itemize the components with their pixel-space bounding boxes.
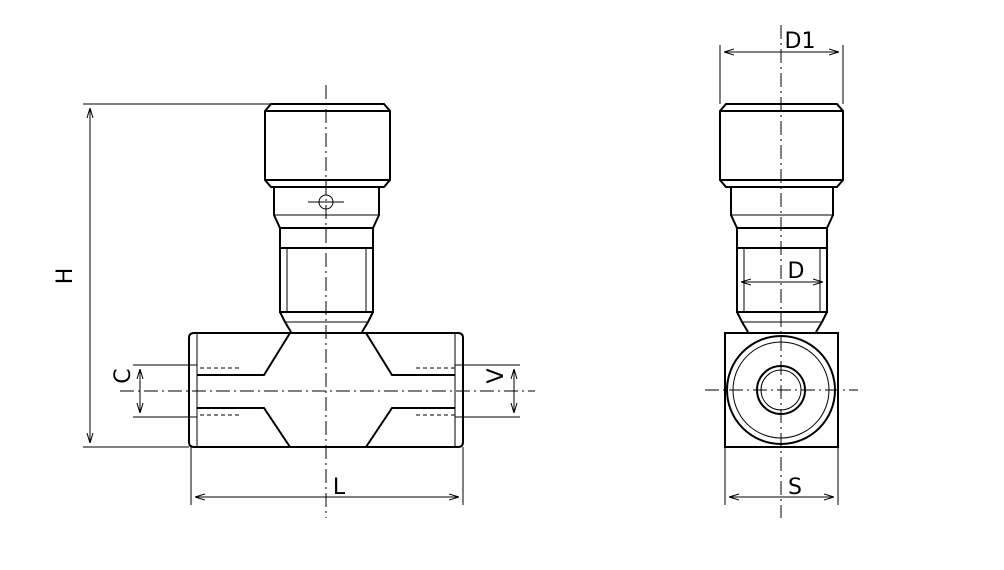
dimension-d1-label: D1 bbox=[785, 29, 816, 54]
dimension-d: D bbox=[741, 259, 823, 284]
front-knurled-knob bbox=[264, 103, 391, 188]
front-view: H C V L bbox=[53, 85, 535, 518]
side-collar bbox=[730, 187, 834, 229]
dimension-c: C bbox=[111, 364, 197, 418]
dimension-d-label: D bbox=[788, 259, 805, 284]
side-threaded-stem bbox=[736, 227, 828, 333]
dimension-v: V bbox=[455, 364, 520, 418]
dimension-s-label: S bbox=[788, 475, 802, 500]
dimension-h: H bbox=[53, 103, 270, 448]
dimension-h-label: H bbox=[53, 268, 78, 285]
front-valve-body bbox=[188, 332, 464, 448]
front-threaded-stem bbox=[279, 227, 374, 333]
dimension-c-label: C bbox=[111, 368, 136, 383]
dimension-s: S bbox=[724, 447, 839, 505]
dimension-v-label: V bbox=[484, 368, 509, 383]
dimension-l-label: L bbox=[333, 475, 346, 500]
dimension-d1: D1 bbox=[719, 29, 844, 104]
side-view: D1 D S bbox=[705, 25, 858, 518]
dimension-l: L bbox=[190, 447, 464, 505]
